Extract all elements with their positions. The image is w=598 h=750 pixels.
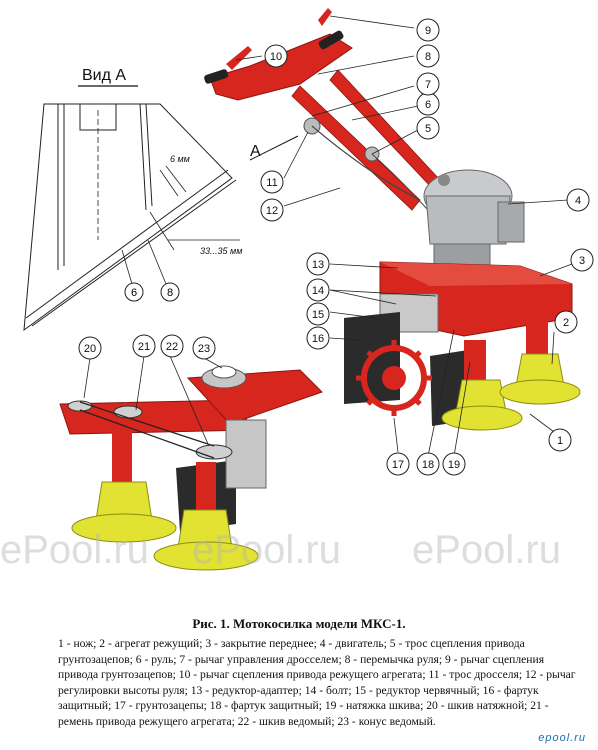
svg-text:12: 12 bbox=[266, 205, 278, 217]
svg-text:2: 2 bbox=[563, 317, 569, 329]
callout-23: 23 bbox=[192, 336, 216, 360]
site-logo: epool.ru bbox=[538, 732, 586, 744]
callout-19: 19 bbox=[442, 452, 466, 476]
mower-figure: Вид А 6 мм 33...35 мм 6 8 bbox=[23, 8, 594, 571]
view-a-detail: Вид А 6 мм 33...35 мм 6 8 bbox=[23, 67, 242, 332]
callout-21: 21 bbox=[132, 334, 156, 358]
callout-13: 13 bbox=[306, 252, 330, 276]
svg-text:8: 8 bbox=[425, 51, 431, 63]
svg-text:17: 17 bbox=[392, 459, 404, 471]
callout-3: 3 bbox=[570, 248, 594, 272]
legend-text: 1 - нож; 2 - агрегат режущий; 3 - закрыт… bbox=[58, 637, 576, 728]
callout-6: 6 bbox=[416, 92, 440, 116]
svg-text:15: 15 bbox=[312, 309, 324, 321]
cutter-assembly bbox=[59, 365, 323, 571]
svg-text:5: 5 bbox=[425, 123, 431, 135]
caption-legend: 1 - нож; 2 - агрегат режущий; 3 - закрыт… bbox=[58, 636, 586, 730]
svg-text:9: 9 bbox=[425, 25, 431, 37]
dim-gap-label: 6 мм bbox=[170, 154, 190, 164]
callout-4: 4 bbox=[566, 188, 590, 212]
svg-text:23: 23 bbox=[198, 343, 210, 355]
callout-5: 5 bbox=[416, 116, 440, 140]
dim-range-label: 33...35 мм bbox=[200, 246, 242, 256]
svg-text:1: 1 bbox=[557, 435, 563, 447]
view-a-label: Вид А bbox=[82, 67, 126, 84]
callout-10: 10 bbox=[264, 44, 288, 68]
view-a-marker: А bbox=[250, 143, 261, 160]
callout-2: 2 bbox=[554, 310, 578, 334]
svg-text:6: 6 bbox=[425, 99, 431, 111]
svg-text:19: 19 bbox=[448, 459, 460, 471]
svg-text:14: 14 bbox=[312, 285, 324, 297]
callout-18: 18 bbox=[416, 452, 440, 476]
svg-text:22: 22 bbox=[166, 341, 178, 353]
view-callout-6: 6 bbox=[131, 287, 137, 299]
svg-text:4: 4 bbox=[575, 195, 581, 207]
mower-main: А bbox=[204, 8, 581, 431]
view-callout-8: 8 bbox=[167, 287, 173, 299]
svg-text:7: 7 bbox=[425, 79, 431, 91]
callout-22: 22 bbox=[160, 334, 184, 358]
svg-text:21: 21 bbox=[138, 341, 150, 353]
svg-text:16: 16 bbox=[312, 333, 324, 345]
callout-20: 20 bbox=[78, 336, 102, 360]
callout-1: 1 bbox=[548, 428, 572, 452]
svg-text:11: 11 bbox=[266, 177, 277, 189]
callout-11: 11 bbox=[260, 170, 284, 194]
svg-text:3: 3 bbox=[579, 255, 585, 267]
callout-17: 17 bbox=[386, 452, 410, 476]
callout-7: 7 bbox=[416, 72, 440, 96]
callout-12: 12 bbox=[260, 198, 284, 222]
callout-8: 8 bbox=[416, 44, 440, 68]
figure-caption: Рис. 1. Мотокосилка модели МКС-1. 1 - но… bbox=[0, 616, 598, 730]
caption-title: Рис. 1. Мотокосилка модели МКС-1. bbox=[192, 616, 406, 631]
svg-text:10: 10 bbox=[270, 51, 282, 63]
callout-14: 14 bbox=[306, 278, 330, 302]
callout-16: 16 bbox=[306, 326, 330, 350]
svg-text:20: 20 bbox=[84, 343, 96, 355]
svg-text:18: 18 bbox=[422, 459, 434, 471]
svg-text:13: 13 bbox=[312, 259, 324, 271]
leader-lines bbox=[83, 15, 573, 457]
callout-15: 15 bbox=[306, 302, 330, 326]
callouts: 1 2 3 4 5 6 7 8 9 10 11 12 13 14 15 16 1… bbox=[78, 18, 594, 476]
callout-9: 9 bbox=[416, 18, 440, 42]
